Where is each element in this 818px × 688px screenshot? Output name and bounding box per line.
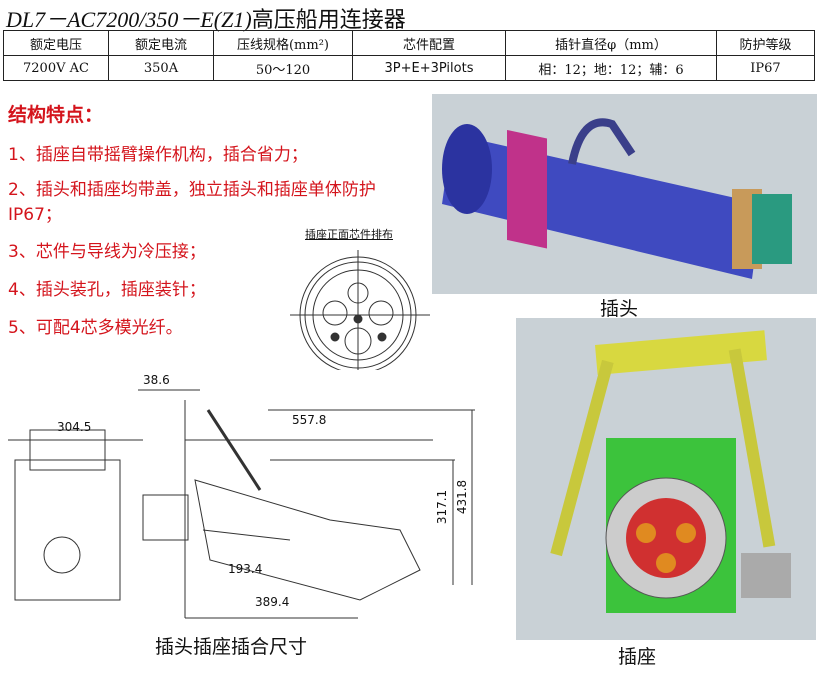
table-header-row: 额定电压 额定电流 压线规格(mm²) 芯件配置 插针直径φ（mm） 防护等级 <box>3 30 815 56</box>
socket-image <box>516 318 816 640</box>
dim-label: 193.4 <box>228 562 263 576</box>
pin-layout-diagram <box>290 250 430 370</box>
table-cell: 350A <box>108 55 214 81</box>
page-title: DL7－AC7200/350－E(Z1)高压船用连接器 <box>6 2 406 34</box>
spec-table: 额定电压 额定电流 压线规格(mm²) 芯件配置 插针直径φ（mm） 防护等级 … <box>3 30 815 81</box>
feature-item: 3、芯件与导线为冷压接； <box>8 242 206 262</box>
table-header: 芯件配置 <box>352 30 506 56</box>
feature-item: 4、插头装孔，插座装针； <box>8 280 206 300</box>
table-header: 插针直径φ（mm） <box>505 30 717 56</box>
table-header: 额定电压 <box>3 30 109 56</box>
model-number: DL7－AC7200/350－E(Z1) <box>6 7 252 32</box>
dim-label: 304.5 <box>57 420 92 434</box>
table-cell: 50～120 <box>213 55 353 81</box>
dim-label: 431.8 <box>455 479 470 515</box>
pin-layout-label: 插座正面芯件排布 <box>305 228 393 241</box>
table-cell: 3P+E+3Pilots <box>352 55 506 81</box>
dim-label: 557.8 <box>292 413 327 427</box>
table-header: 防护等级 <box>716 30 815 56</box>
dim-label: 317.1 <box>435 489 450 525</box>
plug-image <box>432 94 817 294</box>
table-row: 7200V AC 350A 50～120 3P+E+3Pilots 相：12；地… <box>3 55 815 81</box>
feature-item: 1、插座自带摇臂操作机构，插合省力； <box>8 145 308 165</box>
table-cell: 7200V AC <box>3 55 109 81</box>
product-name: 高压船用连接器 <box>251 7 406 32</box>
plug-caption: 插头 <box>600 298 639 320</box>
dim-label: 389.4 <box>255 595 290 609</box>
table-header: 额定电流 <box>108 30 214 56</box>
socket-caption: 插座 <box>618 646 657 668</box>
drawing-caption: 插头插座插合尺寸 <box>155 636 308 658</box>
features-heading: 结构特点： <box>8 104 104 126</box>
table-cell: IP67 <box>716 55 815 81</box>
table-cell: 相：12；地：12；辅：6 <box>505 55 717 81</box>
table-header: 压线规格(mm²) <box>213 30 353 56</box>
feature-item: 5、可配4芯多模光纤。 <box>8 318 183 338</box>
feature-item: 2、插头和插座均带盖，独立插头和插座单体防护IP67； <box>8 180 376 225</box>
mating-dimension-drawing <box>8 389 475 619</box>
dim-label: 38.6 <box>143 373 170 387</box>
